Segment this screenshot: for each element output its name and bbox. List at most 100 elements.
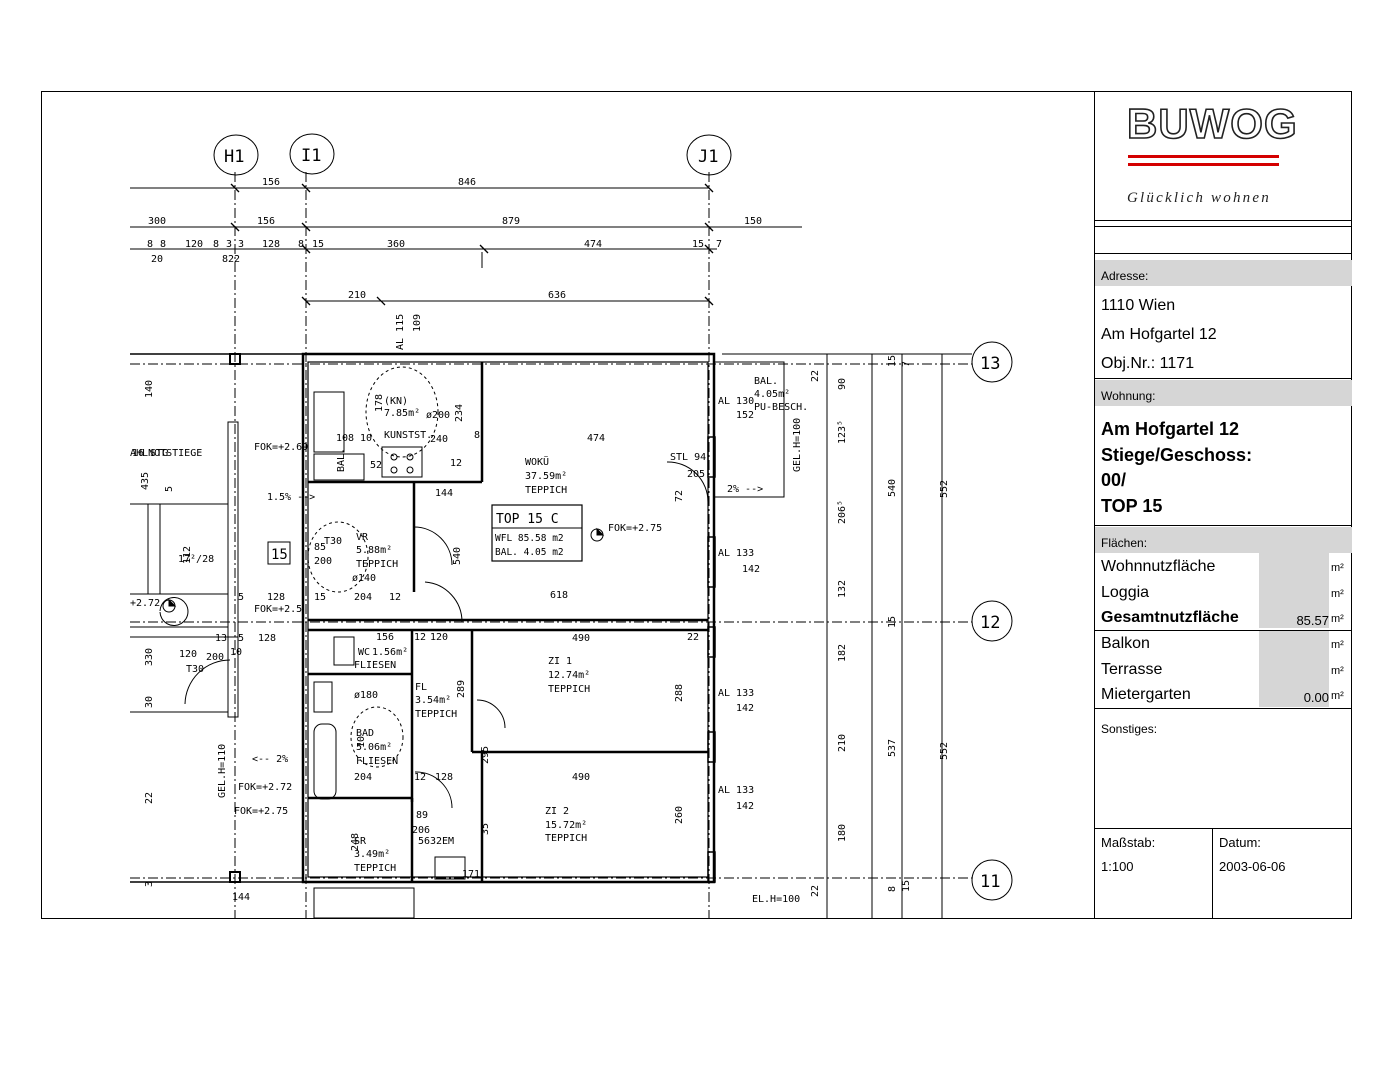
room-name: WC bbox=[358, 647, 370, 658]
area-label: Balkon bbox=[1101, 635, 1150, 652]
dim-text: 180 bbox=[837, 824, 848, 842]
dim-text: EL.H=100 bbox=[752, 894, 800, 905]
dim-text: AL 130 bbox=[718, 396, 754, 407]
dim-text: 435 bbox=[140, 472, 151, 490]
dim-text: AL 115 bbox=[395, 314, 406, 350]
room-name: (KN) bbox=[384, 396, 408, 407]
dim-text: 10 bbox=[360, 433, 372, 444]
dim-text: 474 bbox=[587, 433, 605, 444]
dim-text: 260 bbox=[674, 806, 685, 824]
dim-text: BAL. bbox=[336, 448, 347, 472]
dim-text: 22 bbox=[810, 885, 821, 897]
room-floor: TEPPICH bbox=[356, 559, 398, 570]
date-cell: Datum: 2003-06-06 bbox=[1213, 828, 1352, 918]
room-name: BAD bbox=[356, 728, 374, 739]
area-unit: m² bbox=[1331, 588, 1344, 600]
dim-text: 552 bbox=[939, 742, 950, 760]
fok-label: FOK=+2.75 bbox=[608, 523, 662, 534]
divider bbox=[1095, 378, 1352, 379]
room-area: 5.06m² bbox=[356, 742, 392, 753]
room-area: 4.05m² bbox=[754, 389, 790, 400]
dim-text: 120 bbox=[185, 239, 203, 250]
scale-label: Maßstab: bbox=[1101, 835, 1156, 850]
blank-row bbox=[1095, 226, 1352, 254]
areas-value-column bbox=[1259, 553, 1329, 628]
room-floor: TEPPICH bbox=[415, 709, 457, 720]
fok-label: FOK=+2.75 bbox=[234, 806, 288, 817]
dim-text: 3 bbox=[238, 239, 244, 250]
dim-text: ø200 bbox=[426, 410, 450, 421]
address-line: Obj.Nr.: 1171 bbox=[1101, 355, 1195, 372]
dim-text: 618 bbox=[550, 590, 568, 601]
areas-heading-text: Flächen: bbox=[1101, 536, 1148, 550]
dim-text: 204 bbox=[354, 772, 372, 783]
room-area: 5.88m² bbox=[356, 545, 392, 556]
dim-text: GEL.H=110 bbox=[217, 744, 228, 798]
dim-text: 15 bbox=[887, 616, 898, 628]
dim-text: 1.5% --> bbox=[267, 492, 315, 503]
dim-text: 490 bbox=[572, 633, 590, 644]
dim-text: 5 bbox=[164, 486, 175, 492]
grid-label-12: 12 bbox=[980, 613, 1000, 633]
dim-text: 12 bbox=[389, 592, 401, 603]
dim-text: 8 bbox=[887, 886, 898, 892]
area-value bbox=[1259, 588, 1329, 606]
dim-text: 846 bbox=[458, 177, 476, 188]
room-floor: TEPPICH bbox=[548, 684, 590, 695]
dim-text: 204 bbox=[354, 592, 372, 603]
dim-text: 15 bbox=[312, 239, 324, 250]
dim-text: ø140 bbox=[352, 573, 376, 584]
address-line: 1110 Wien bbox=[1101, 297, 1176, 314]
date-label: Datum: bbox=[1219, 835, 1261, 850]
area-value bbox=[1259, 665, 1329, 683]
area-unit: m² bbox=[1331, 613, 1344, 625]
room-floor: FLIESEN bbox=[356, 756, 398, 767]
dim-text: 13 bbox=[215, 633, 227, 644]
dim-text: 156 bbox=[257, 216, 275, 227]
dim-text: 17²/28 bbox=[178, 554, 214, 565]
room-area: 7.85m² bbox=[384, 408, 420, 419]
dim-text: 15 bbox=[901, 880, 912, 892]
dim-text: 360 bbox=[387, 239, 405, 250]
dim-text: AL 133 bbox=[718, 785, 754, 796]
dim-text: STL 94 bbox=[670, 452, 706, 463]
dim-text: 142 bbox=[736, 703, 754, 714]
dim-text: 30 bbox=[144, 696, 155, 708]
dim-text: 109 bbox=[412, 314, 423, 332]
scale-cell: Maßstab: 1:100 bbox=[1095, 828, 1213, 918]
dim-text: 120 bbox=[430, 632, 448, 643]
dim-text: 540 bbox=[452, 547, 463, 565]
dim-text: 22 bbox=[144, 792, 155, 804]
dim-text: 8 bbox=[213, 239, 219, 250]
dim-text: 8 bbox=[160, 239, 166, 250]
apartment-line: Stiege/Geschoss: bbox=[1101, 445, 1253, 465]
dim-text: T30 bbox=[324, 536, 342, 547]
area-label: Gesamtnutzfläche bbox=[1101, 609, 1239, 626]
dim-text: 8 bbox=[474, 430, 480, 441]
dim-text: 200 bbox=[314, 556, 332, 567]
logo-red-line bbox=[1128, 163, 1279, 166]
area-unit: m² bbox=[1331, 665, 1344, 677]
dim-text: 636 bbox=[548, 290, 566, 301]
dim-text: ø180 bbox=[354, 690, 378, 701]
dim-text: 537 bbox=[887, 739, 898, 757]
areas-heading: Flächen: bbox=[1095, 527, 1352, 553]
area-row: Terrasse m² bbox=[1095, 657, 1352, 683]
fok-label: FOK=+2.5 bbox=[254, 604, 302, 615]
apartment-heading-text: Wohnung: bbox=[1101, 389, 1156, 403]
room-name: SR bbox=[354, 836, 367, 847]
area-label: Loggia bbox=[1101, 584, 1150, 601]
grid-label-j1: J1 bbox=[698, 147, 718, 167]
dim-text: 89 bbox=[416, 810, 428, 821]
dim-text: 108 bbox=[336, 433, 354, 444]
dim-text: 32 bbox=[430, 836, 442, 847]
divider bbox=[1095, 630, 1352, 631]
dim-text: 206 bbox=[412, 825, 430, 836]
area-value: 85.57 bbox=[1296, 613, 1329, 628]
dim-text: 490 bbox=[572, 772, 590, 783]
address-heading-text: Adresse: bbox=[1101, 269, 1149, 283]
dim-text: 289 bbox=[456, 680, 467, 698]
dim-text: 85 bbox=[314, 542, 326, 553]
dim-text: 123⁵ bbox=[837, 420, 848, 444]
dim-text: 5 bbox=[238, 592, 244, 603]
